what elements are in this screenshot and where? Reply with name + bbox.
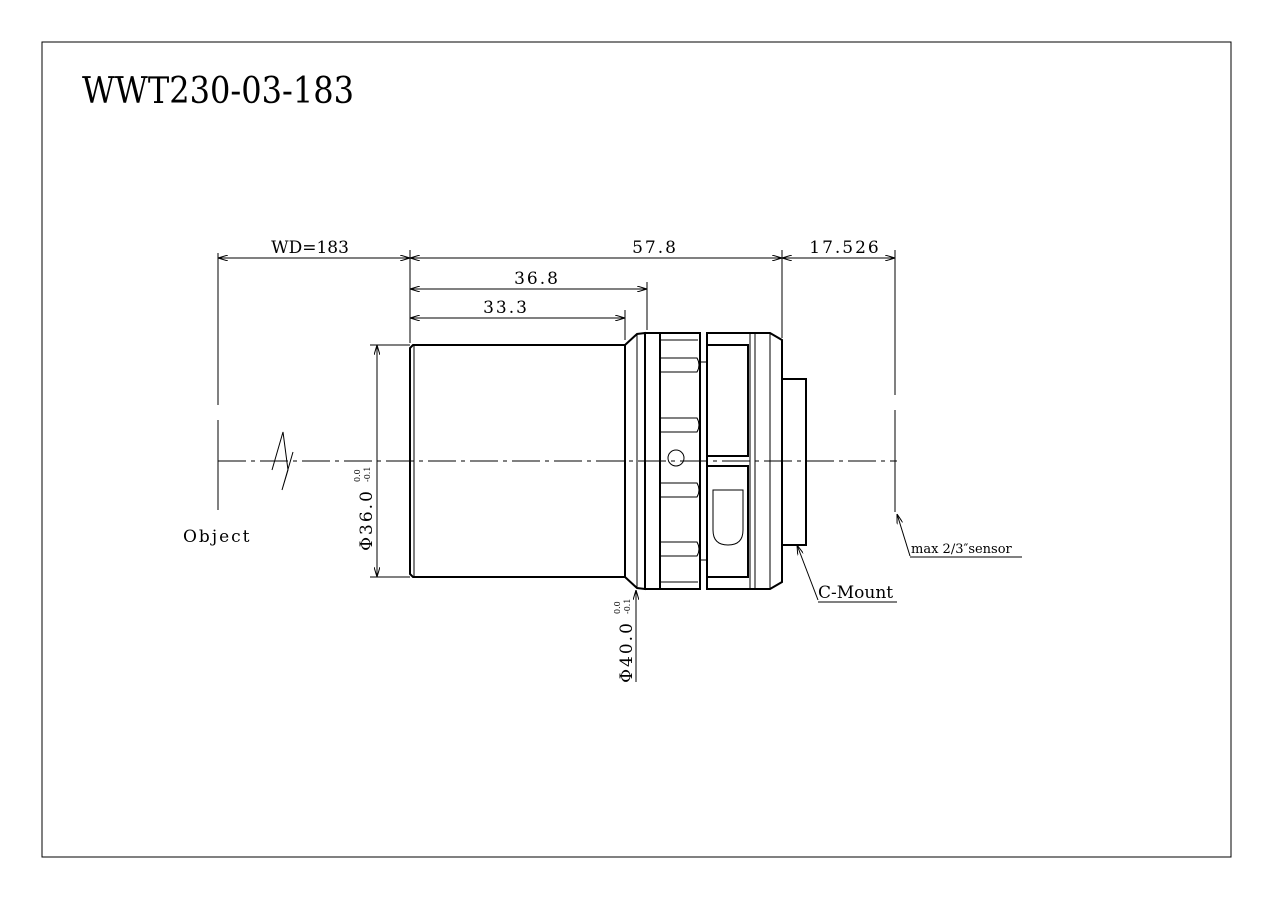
svg-text:-0.1: -0.1 xyxy=(623,599,632,614)
drawing-frame xyxy=(41,41,1232,858)
svg-text:Φ40.0: Φ40.0 xyxy=(617,621,637,683)
dim-33-3: 33.3 xyxy=(483,298,529,318)
drawing-title: WWT230-03-183 xyxy=(82,71,354,112)
sensor-label: max 2/3″sensor xyxy=(911,542,1013,557)
svg-text:Φ36.0: Φ36.0 xyxy=(357,489,377,551)
knurl-notches xyxy=(660,357,700,557)
extension-lines xyxy=(409,250,896,512)
object-label: Object xyxy=(183,527,252,547)
lens-body xyxy=(409,331,807,591)
object-plane xyxy=(217,253,294,510)
svg-text:0.0: 0.0 xyxy=(353,469,362,482)
c-mount-thread xyxy=(781,378,807,546)
dim-flange-distance: 17.526 xyxy=(809,238,880,258)
dimension-lines xyxy=(218,258,895,682)
dim-36-8: 36.8 xyxy=(514,269,560,289)
screw-hole xyxy=(667,449,685,467)
c-mount-label: C-Mount xyxy=(818,583,893,603)
dim-diameter-40: Φ40.0 0.0 -0.1 xyxy=(613,599,637,683)
dim-working-distance: WD=183 xyxy=(271,238,349,258)
dim-diameter-36: Φ36.0 0.0 -0.1 xyxy=(353,467,377,551)
svg-text:0.0: 0.0 xyxy=(613,601,622,614)
svg-text:-0.1: -0.1 xyxy=(363,467,372,482)
dim-total-length: 57.8 xyxy=(632,238,678,258)
